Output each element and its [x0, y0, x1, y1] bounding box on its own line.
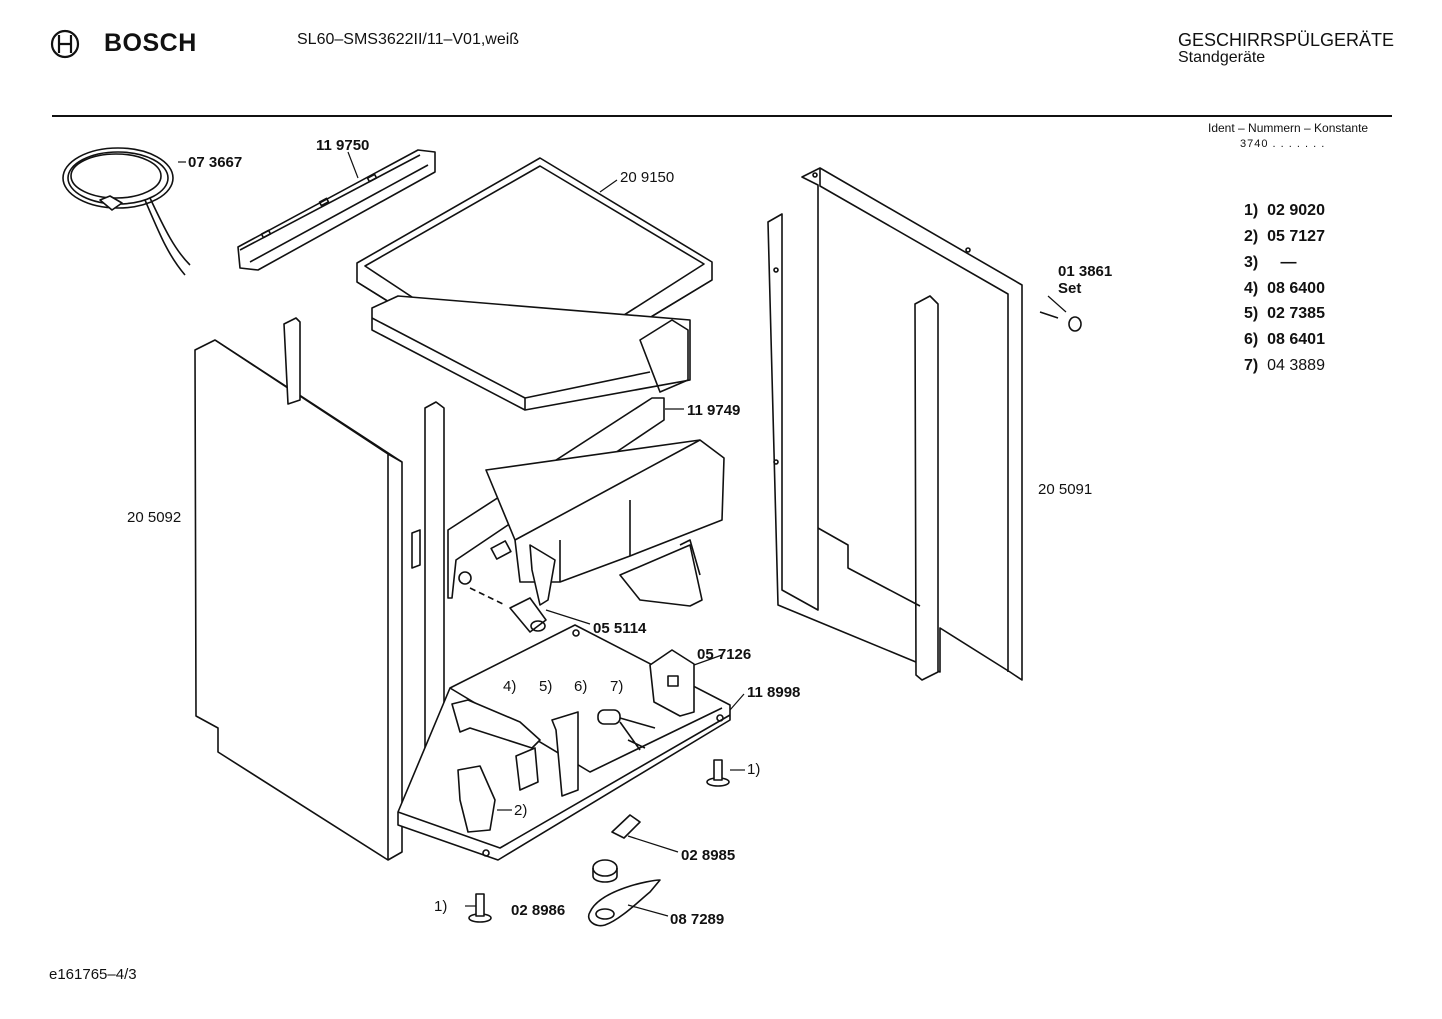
- left-side-panel-part: [194, 339, 403, 861]
- legend-key: 2): [1244, 228, 1259, 245]
- part-label-foot-right: 1): [747, 761, 761, 778]
- part-label-n4: 4): [503, 678, 517, 695]
- bosch-logo: [49, 28, 81, 65]
- part-label-right-side-panel: 20 5091: [1038, 481, 1093, 498]
- part-label-left-side-panel: 20 5092: [127, 509, 182, 526]
- part-label-n6: 6): [574, 678, 588, 695]
- header-divider: [52, 115, 1392, 117]
- legend-value: 02 9020: [1267, 202, 1325, 219]
- subcategory-title: Standgeräte: [1178, 49, 1266, 66]
- small-components: [451, 699, 656, 833]
- legend-key: 1): [1244, 202, 1259, 219]
- part-label-n5: 5): [539, 678, 553, 695]
- legend-row: 2) 05 7127: [1244, 228, 1325, 246]
- legend-key: 6): [1244, 331, 1259, 348]
- legend-key: 4): [1244, 280, 1259, 297]
- part-label-capacitor: 05 5114: [593, 620, 647, 637]
- part-label-float-housing: 08 7289: [670, 911, 725, 928]
- part-label-bracket: 05 7126: [697, 646, 752, 663]
- part-label-top-rail: 11 9750: [316, 137, 370, 154]
- part-label-n7: 7): [610, 678, 624, 695]
- part-label-base: 11 8998: [747, 684, 801, 701]
- legend-value: 05 7127: [1267, 228, 1325, 245]
- part-label-worktop: 20 9150: [620, 169, 675, 186]
- insulation-panel-part: [371, 295, 691, 411]
- legend-row: 5) 02 7385: [1244, 305, 1325, 323]
- bosch-armature-icon: [50, 29, 80, 59]
- legend-row: 6) 08 6401: [1244, 331, 1325, 349]
- ident-value: 3740 . . . . . . .: [1240, 138, 1326, 150]
- power-cord-part: [62, 147, 191, 276]
- capacitor-part: [469, 587, 547, 633]
- part-label-screw-set-word: Set: [1058, 280, 1082, 297]
- legend-value: —: [1280, 254, 1297, 271]
- legend-value: 08 6400: [1267, 280, 1325, 297]
- legend-key: 3): [1244, 254, 1259, 271]
- part-label-foot-left: 1): [434, 898, 448, 915]
- top-rail-part: [237, 149, 436, 271]
- right-side-panel-part: [767, 167, 1023, 681]
- float-assembly-part: [587, 814, 661, 927]
- legend-value: 08 6401: [1267, 331, 1325, 348]
- part-label-float-switch: 02 8985: [681, 847, 736, 864]
- legend-row: 4) 08 6400: [1244, 280, 1325, 298]
- drawing-code: e161765–4/3: [49, 966, 137, 983]
- legend-row: 3) —: [1244, 254, 1296, 272]
- control-unit-part: [447, 397, 725, 607]
- legend-value: 04 3889: [1267, 357, 1325, 374]
- leader-lines: [178, 151, 1067, 917]
- legend-row: 1) 02 9020: [1244, 202, 1325, 220]
- part-label-rear-rail: 11 9749: [687, 402, 741, 419]
- brand-name: BOSCH: [104, 29, 197, 57]
- leveling-foot-part: [468, 759, 730, 923]
- screw-set-part: [1039, 311, 1082, 332]
- part-label-holder: 2): [514, 802, 528, 819]
- part-label-screw-set-number: 01 3861: [1058, 263, 1113, 280]
- legend-key: 7): [1244, 357, 1259, 374]
- ident-label: Ident – Nummern – Konstante: [1208, 121, 1369, 135]
- part-label-float: 02 8986: [511, 902, 566, 919]
- legend-value: 02 7385: [1267, 305, 1325, 322]
- category-title: GESCHIRRSPÜLGERÄTE: [1178, 30, 1395, 50]
- bracket-part: [649, 649, 695, 717]
- legend-row: 7) 04 3889: [1244, 357, 1325, 375]
- legend-key: 5): [1244, 305, 1259, 322]
- part-label-power-cord: 07 3667: [188, 154, 243, 171]
- model-number: SL60–SMS3622II/11–V01,weiß: [297, 31, 520, 48]
